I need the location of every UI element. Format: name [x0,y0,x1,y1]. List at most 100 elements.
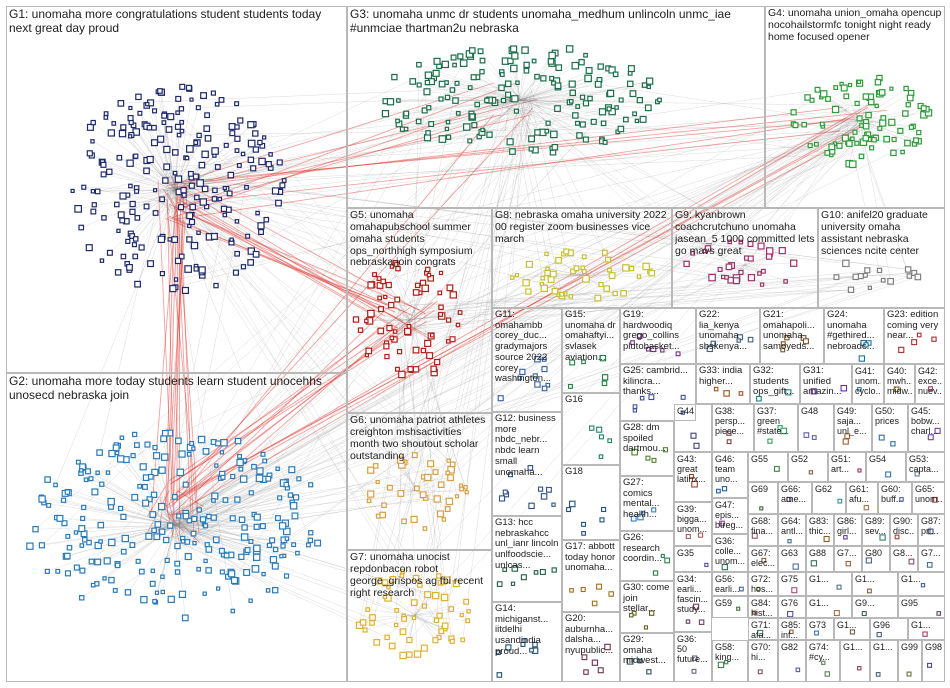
graph-edge [414,472,448,491]
graph-node [415,118,422,125]
group-label-g66: G66: ame... [781,484,807,505]
group-label-g36: G36: 50 future... [677,634,708,665]
graph-node [549,270,557,278]
group-box-g8x: G8... [890,546,918,572]
graph-node [579,94,586,100]
graph-node [757,242,765,250]
graph-node [463,598,470,605]
graph-node [196,507,202,513]
group-label-g24: G24: unomaha #gethired... nebroadc... [827,310,875,353]
graph-edge [171,307,389,516]
group-label-g11: G11: omahambb corey_duc... gradymajors s… [495,310,551,385]
graph-node [904,139,911,147]
graph-node [828,143,836,151]
graph-edge [174,484,287,514]
graph-edge [505,106,763,285]
graph-node [186,451,192,457]
graph-node [841,134,849,142]
graph-node [862,122,870,130]
graph-edge [508,108,828,154]
graph-edge [386,319,411,347]
graph-edge [408,289,851,306]
group-label-g68: G68: fina... [751,516,774,537]
graph-node [900,149,905,155]
graph-edge [584,119,849,272]
graph-edge [174,186,397,265]
graph-node [474,101,481,108]
graph-node [165,126,173,133]
graph-edge [414,614,463,641]
graph-edge [402,99,521,130]
graph-node [389,335,395,341]
graph-node [540,75,547,82]
graph-node [819,90,828,98]
graph-edge [519,50,526,101]
graph-node [578,58,585,66]
graph-edge [486,100,875,106]
group-box-g7x: G7... [834,546,862,572]
graph-node [90,208,97,215]
graph-node [831,105,840,114]
graph-node [118,129,127,138]
graph-edge [409,129,866,641]
graph-node [531,58,537,64]
graph-edge [174,153,244,191]
graph-node [641,82,648,88]
graph-node [607,267,612,273]
graph-node [867,98,875,106]
graph-edge [166,193,398,370]
graph-edge [109,171,176,191]
graph-edge [368,319,411,352]
graph-edge [181,200,427,336]
graph-edge [165,498,438,530]
graph-node [438,135,447,143]
graph-node [142,484,148,490]
group-label-g9: G9: kyanbrown coachcrutchuno unomaha jas… [675,210,815,257]
graph-node [252,146,260,153]
graph-node [78,594,85,601]
graph-edge [726,264,746,278]
graph-node [843,93,850,100]
graph-edge [174,189,182,257]
graph-node [253,544,261,553]
graph-edge [214,107,850,497]
graph-node [150,491,158,499]
graph-node [172,149,179,156]
graph-node [724,275,729,280]
graph-node [112,444,120,452]
group-label-g87: G87: pri... [921,516,941,537]
graph-edge [174,524,227,556]
graph-edge [174,189,846,264]
graph-node [269,555,278,564]
graph-edge [174,524,247,552]
group-box-g62: G62 [812,482,846,514]
graph-node [161,112,168,119]
graph-edge [183,98,538,188]
graph-node [434,358,441,366]
graph-node [618,97,624,103]
graph-edge [519,65,576,101]
group-box-g43: G43: great latinx... [674,452,712,502]
graph-node [78,468,84,473]
graph-edge [692,253,746,266]
graph-node [132,431,138,438]
graph-edge [90,478,176,526]
group-label-g1z: G1... [901,574,921,584]
graph-node [813,141,819,147]
group-box-g32: G32: students ops_gift... [750,364,800,404]
graph-edge [163,115,181,526]
graph-node [486,131,493,138]
graph-edge [519,99,644,120]
graph-edge [174,524,248,551]
group-label-g76: G76 [781,598,799,608]
graph-node [119,192,127,200]
graph-edge [368,129,855,501]
graph-node [471,122,478,129]
graph-node [188,218,196,226]
graph-edge [127,524,176,593]
graph-node [172,494,178,500]
graph-edge [383,489,416,506]
graph-node [396,98,401,103]
graph-node [81,184,87,190]
graph-node [598,108,607,116]
